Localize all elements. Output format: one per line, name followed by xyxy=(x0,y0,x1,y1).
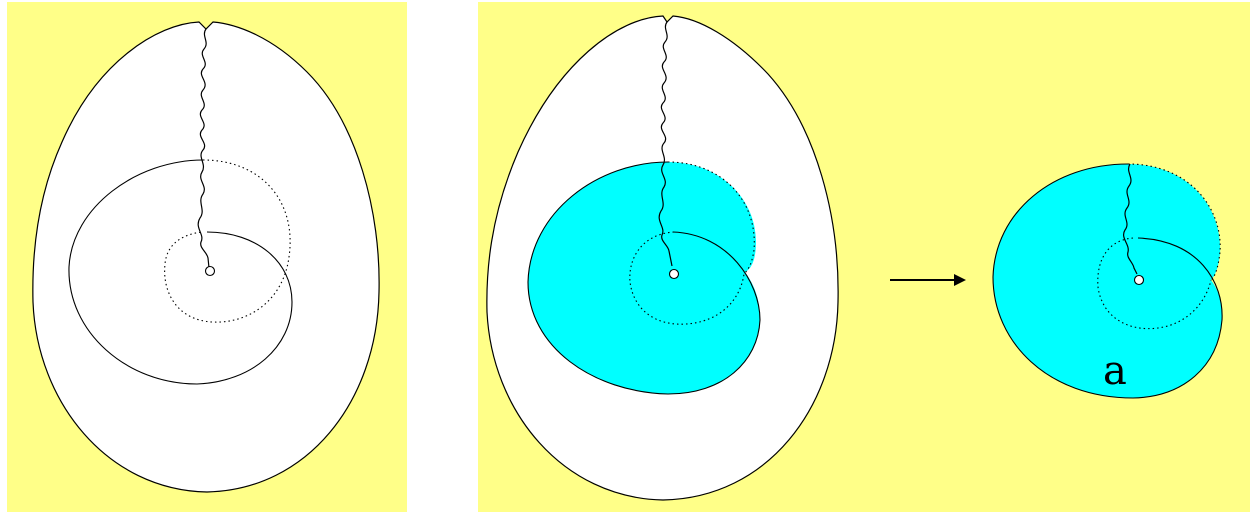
piece-label: a xyxy=(1103,348,1127,394)
center-hole xyxy=(206,267,215,276)
egg-with-spiral-cut-panel xyxy=(7,2,407,512)
left-diagram-svg xyxy=(7,2,407,512)
egg-with-highlighted-piece-panel: a xyxy=(478,2,1250,512)
center-hole xyxy=(670,270,679,279)
right-diagram-svg: a xyxy=(478,2,1250,512)
extracted-center-hole xyxy=(1135,276,1144,285)
